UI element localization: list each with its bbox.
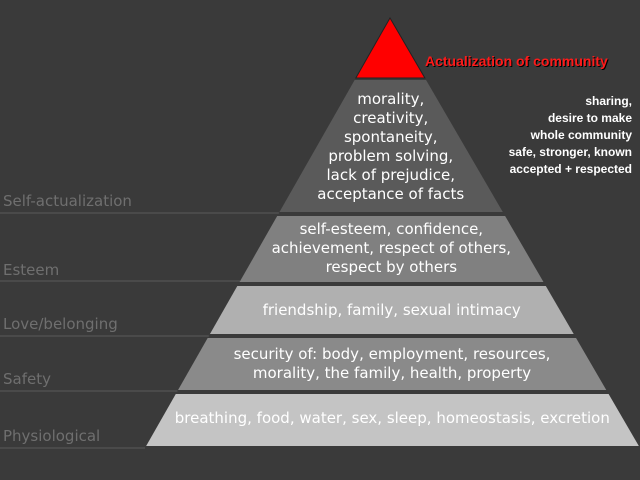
community-note: desire to make (547, 111, 632, 125)
tier-text-line: morality, the family, health, property (252, 364, 532, 382)
tier-text-line: self-esteem, confidence, (299, 220, 484, 238)
level-label-self-actualization: Self-actualization (3, 192, 132, 210)
tier-text-esteem: self-esteem, confidence,achievement, res… (141, 220, 640, 277)
apex-label: Actualization of community (425, 53, 608, 69)
level-label-esteem: Esteem (3, 261, 60, 279)
level-label-physiological: Physiological (3, 427, 101, 445)
level-guide-lines (0, 212, 279, 449)
level-label-safety: Safety (3, 370, 51, 388)
tier-text-line: achievement, respect of others, (271, 239, 512, 257)
community-note: sharing, (585, 94, 632, 108)
tier-band-love-belonging (209, 286, 574, 334)
tier-text-love-belonging: friendship, family, sexual intimacy (142, 301, 640, 320)
community-note: whole community (530, 128, 632, 142)
tier-text-line: creativity, (353, 109, 429, 127)
tier-band-safety (178, 338, 607, 390)
tier-text-line: acceptance of facts (317, 185, 465, 203)
community-note: accepted + respected (509, 162, 632, 176)
tier-text-line: respect by others (325, 258, 458, 276)
tier-band-esteem (239, 216, 544, 282)
community-notes: sharing, desire to make whole community … (509, 93, 632, 178)
tier-text-line: security of: body, employment, resources… (233, 345, 551, 363)
tier-band-physiological (146, 394, 639, 446)
tier-text-line: breathing, food, water, sex, sleep, home… (174, 409, 610, 427)
pyramid-tiers (146, 80, 639, 446)
tier-text-safety: security of: body, employment, resources… (142, 345, 640, 383)
tier-text-physiological: breathing, food, water, sex, sleep, home… (142, 409, 640, 428)
apex-triangle (354, 16, 426, 79)
tier-text-line: spontaneity, (343, 128, 438, 146)
level-label-love-belonging: Love/belonging (3, 315, 118, 333)
tier-text-line: problem solving, (328, 147, 454, 165)
tier-band-self-actualization (279, 80, 503, 212)
tier-text-line: lack of prejudice, (326, 166, 455, 184)
tier-text-line: morality, (357, 90, 425, 108)
tier-text-line: friendship, family, sexual intimacy (262, 301, 521, 319)
community-note: safe, stronger, known (508, 145, 632, 159)
tier-text-self-actualization: morality,creativity,spontaneity,problem … (141, 90, 640, 204)
